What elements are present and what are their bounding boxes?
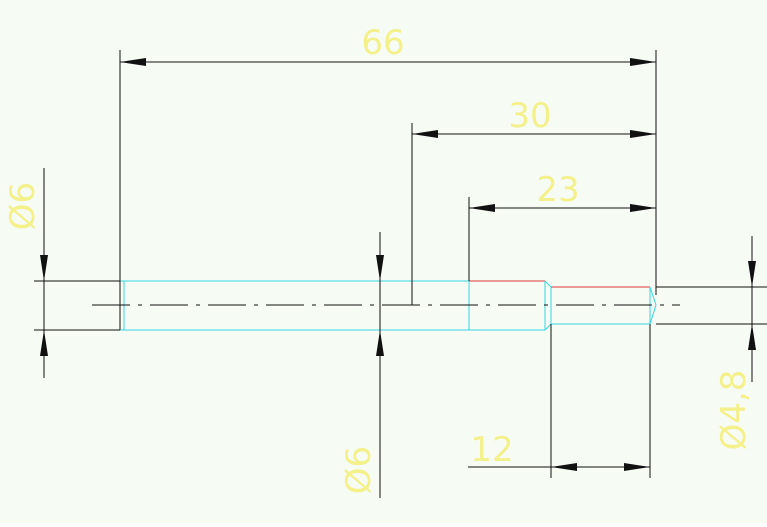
arrow-12-left — [551, 463, 577, 471]
dim-text-12: 12 — [470, 430, 513, 470]
arrow-66-right — [630, 58, 656, 66]
shoulder-chamfer-bottom — [544, 323, 552, 331]
shoulder-chamfer-top — [544, 280, 552, 288]
arrow-23-right — [630, 204, 656, 212]
arrow-dia-left-bottom — [40, 330, 48, 356]
dim-text-30: 30 — [508, 96, 551, 136]
dim-text-dia-left: Ø6 — [3, 182, 43, 230]
dim-text-23: 23 — [536, 170, 579, 210]
arrow-30-left — [412, 130, 438, 138]
tip-point-top — [649, 286, 657, 306]
dim-text-dia-mid: Ø6 — [339, 446, 379, 494]
extension-lines — [34, 50, 767, 478]
dimension-labels: 66 30 23 12 Ø6 Ø6 Ø4,8 — [3, 23, 754, 494]
arrow-12-right — [624, 463, 650, 471]
arrow-30-right — [630, 130, 656, 138]
arrow-66-left — [120, 58, 146, 66]
arrow-dia-tip-bottom — [748, 324, 756, 350]
dim-text-dia-tip: Ø4,8 — [714, 370, 754, 451]
arrow-dia-mid-top — [376, 255, 384, 281]
tip-point-bottom — [649, 304, 657, 325]
dim-text-66: 66 — [361, 23, 404, 63]
shaft-part — [119, 280, 657, 331]
arrow-dia-tip-top — [748, 261, 756, 287]
arrow-dia-mid-bottom — [376, 330, 384, 356]
arrow-dia-left-top — [40, 255, 48, 281]
dimension-lines — [40, 58, 756, 498]
arrow-23-left — [469, 204, 495, 212]
